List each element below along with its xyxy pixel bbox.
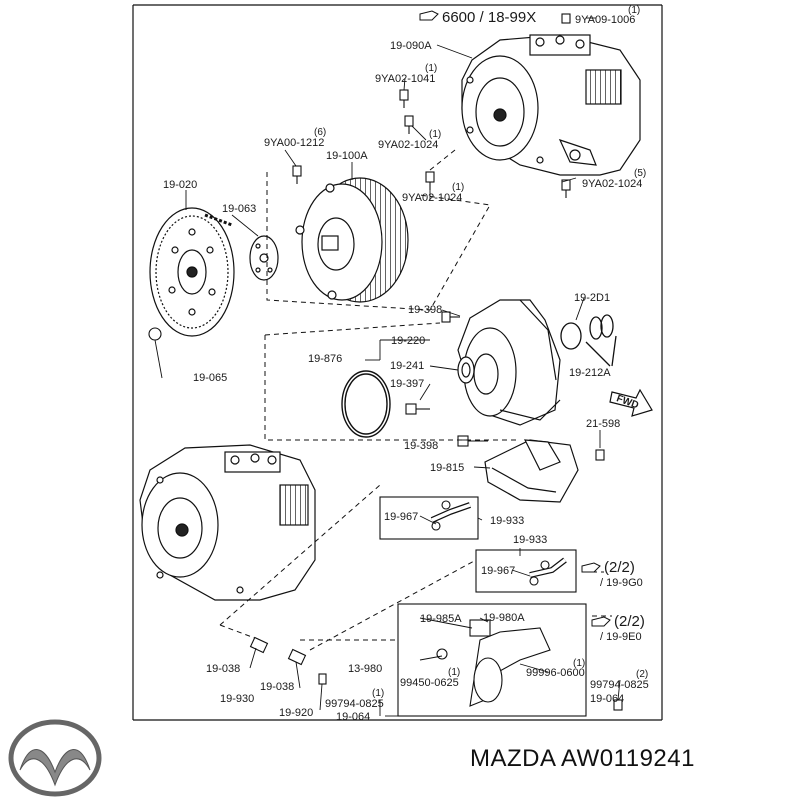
transaxle-assembly-bottom: [139, 444, 316, 601]
label-19-920: 19-920: [279, 707, 313, 719]
count-99794-0825-a: (1): [372, 688, 384, 699]
ref-19-9g0: / 19-9G0: [600, 577, 643, 589]
label-19-398-a: 19-398: [408, 304, 442, 316]
label-19-933-a: 19-933: [490, 515, 524, 527]
count-9ya02-1024-b: (1): [452, 182, 464, 193]
count-9ya09-1006: (1): [628, 5, 640, 16]
label-19-090a: 19-090A: [390, 40, 432, 52]
pipe-fittings: [249, 636, 623, 711]
ref-19-9e0: / 19-9E0: [600, 631, 642, 643]
reference-19-9e0: (2/2) / 19-9E0: [591, 613, 645, 643]
guide-lines-converter: [266, 149, 491, 311]
label-19-980a: 19-980A: [483, 612, 525, 624]
label-19-220: 19-220: [391, 335, 425, 347]
drive-plate-19-063: [249, 235, 279, 281]
transaxle-assembly-top: [461, 34, 641, 176]
ref-2-2-a: (2/2): [604, 559, 635, 576]
label-19-064-a: 19-064: [336, 711, 370, 723]
label-13-980: 13-980: [348, 663, 382, 675]
label-19-020: 19-020: [163, 179, 197, 191]
guide-lines-housing: [264, 322, 520, 441]
label-19-985a: 19-985A: [420, 613, 462, 625]
label-9ya02-1024-a: 9YA02-1024: [378, 139, 438, 151]
label-99794-0825-a: 99794-0825: [325, 698, 384, 710]
label-19-815: 19-815: [430, 462, 464, 474]
label-19-241: 19-241: [390, 360, 424, 372]
leader-lines: [154, 17, 621, 717]
label-99450-0625: 99450-0625: [400, 677, 459, 689]
label-99996-0600: 99996-0600: [526, 667, 585, 679]
label-21-598: 21-598: [586, 418, 620, 430]
label-9ya00-1212: 9YA00-1212: [264, 137, 324, 149]
hose-box-19-933b: [475, 549, 577, 593]
reference-19-9g0: (2/2) / 19-9G0: [581, 559, 643, 589]
label-19-064-b: 19-064: [590, 693, 624, 705]
flywheel-19-020: [149, 207, 235, 337]
ref-2-2-b: (2/2): [614, 613, 645, 630]
label-9ya02-1024-b: 9YA02-1024: [402, 192, 462, 204]
count-9ya00-1212: (6): [314, 127, 326, 138]
hose-box-19-933a: [379, 496, 479, 540]
rings-19-2D1: [560, 314, 617, 367]
ref-6600-label: 6600 / 18-99X: [442, 9, 536, 26]
count-9ya02-1041: (1): [425, 63, 437, 74]
label-19-397: 19-397: [390, 378, 424, 390]
count-9ya02-1024-a: (1): [429, 129, 441, 140]
oil-pan-19-815: [484, 439, 579, 503]
count-99450-0625: (1): [448, 667, 460, 678]
count-99794-0825-b: (2): [636, 669, 648, 680]
label-19-876: 19-876: [308, 353, 342, 365]
reference-6600: 6600 / 18-99X: [419, 9, 536, 26]
label-9ya02-1024-c: 9YA02-1024: [582, 178, 642, 190]
seal-19-241: [457, 356, 475, 384]
label-99794-0825-b: 99794-0825: [590, 679, 649, 691]
o-ring-19-876: [341, 370, 391, 438]
label-19-967-a: 19-967: [384, 511, 418, 523]
label-19-212a: 19-212A: [569, 367, 611, 379]
label-19-930: 19-930: [220, 693, 254, 705]
part-number: AW0119241: [561, 745, 695, 772]
label-19-038-b: 19-038: [260, 681, 294, 693]
label-19-063: 19-063: [222, 203, 256, 215]
count-9ya02-1024-c: (5): [634, 168, 646, 179]
torque-converter-19-100A: [295, 177, 409, 303]
label-19-933-b: 19-933: [513, 534, 547, 546]
label-9ya02-1041: 9YA02-1041: [375, 73, 435, 85]
label-19-2d1: 19-2D1: [574, 292, 610, 304]
label-19-038-a: 19-038: [206, 663, 240, 675]
brand-part-number: MAZDA AW0119241: [470, 745, 695, 773]
fwd-label: FWD: [615, 393, 640, 411]
fwd-arrow-icon: FWD: [609, 388, 653, 417]
part-labels: 6600 / 18-99X (1) 9YA09-1006 19-090A (1)…: [163, 5, 649, 723]
count-99996-0600: (1): [573, 658, 585, 669]
label-19-398-b: 19-398: [404, 440, 438, 452]
mazda-logo-icon: [8, 719, 102, 797]
label-19-100a: 19-100A: [326, 150, 368, 162]
label-19-967-b: 19-967: [481, 565, 515, 577]
label-19-065: 19-065: [193, 372, 227, 384]
diagram-frame: [132, 4, 663, 721]
converter-housing: [457, 299, 561, 426]
brand-name: MAZDA: [470, 745, 556, 772]
label-9ya09-1006: 9YA09-1006: [575, 14, 635, 26]
